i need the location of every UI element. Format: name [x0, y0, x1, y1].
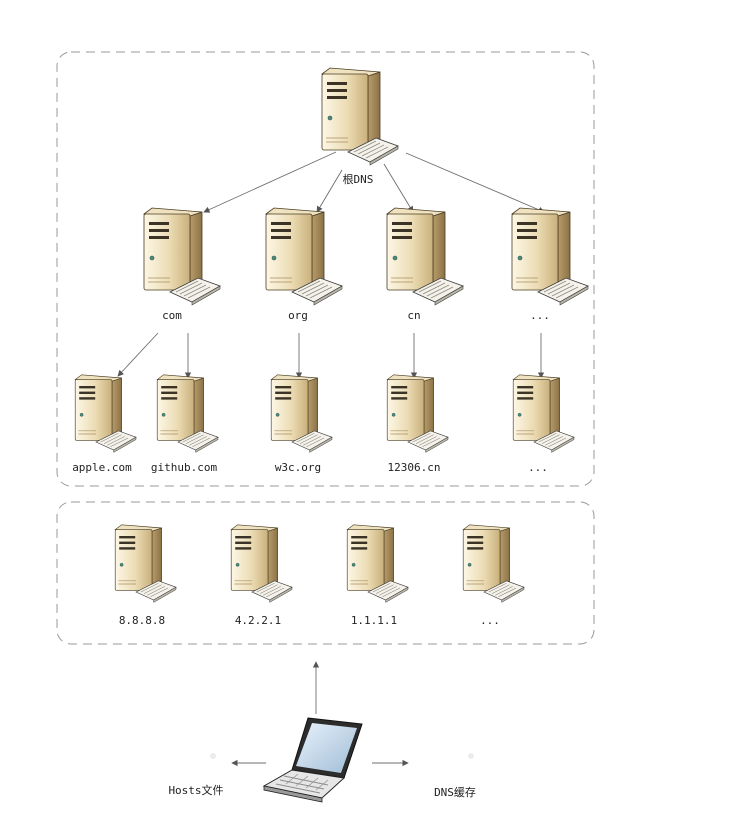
tld-node-more: ...	[511, 207, 589, 322]
resolver-label-2: 4.2.2.1	[235, 614, 281, 627]
server-icon	[386, 374, 449, 453]
dns-cache-marker	[468, 753, 474, 759]
server-icon	[265, 207, 343, 306]
dns-cache-label: DNS缓存	[434, 785, 476, 799]
resolver-node-3: 1.1.1.1	[346, 524, 409, 627]
tld-label-more: ...	[530, 309, 550, 322]
server-icon	[156, 374, 219, 453]
server-icon	[230, 524, 293, 603]
edge-root-more	[405, 152, 545, 213]
server-icon	[143, 207, 221, 306]
server-icon	[270, 374, 333, 453]
recursive-resolver-group	[56, 501, 595, 645]
edge-com-apple	[117, 332, 159, 377]
server-icon	[512, 374, 575, 453]
tld-label-com: com	[162, 309, 182, 322]
domain-label-more: ...	[528, 461, 548, 474]
resolver-label-more: ...	[480, 614, 500, 627]
resolver-label-3: 1.1.1.1	[351, 614, 397, 627]
domain-node-github: github.com	[151, 374, 219, 474]
domain-label-apple: apple.com	[72, 461, 132, 474]
server-icon	[114, 524, 177, 603]
tld-node-org: org	[265, 207, 343, 322]
root-dns-label: 根DNS	[343, 172, 374, 186]
tld-node-com: com	[143, 207, 221, 322]
edge-root-org	[316, 169, 343, 213]
resolver-node-2: 4.2.2.1	[230, 524, 293, 627]
domain-node-more: ...	[512, 374, 575, 474]
domain-node-12306: 12306.cn	[386, 374, 449, 474]
tld-node-cn: cn	[386, 207, 464, 322]
domain-node-w3c: w3c.org	[270, 374, 333, 474]
resolver-label-1: 8.8.8.8	[119, 614, 165, 627]
server-icon	[511, 207, 589, 306]
domain-node-apple: apple.com	[72, 374, 137, 474]
domain-label-w3c: w3c.org	[275, 461, 321, 474]
hosts-file-label: Hosts文件	[168, 783, 223, 797]
server-icon	[462, 524, 525, 603]
server-icon	[346, 524, 409, 603]
resolver-node-more: ...	[462, 524, 525, 627]
server-icon	[386, 207, 464, 306]
edge-root-cn	[383, 163, 414, 213]
domain-label-github: github.com	[151, 461, 218, 474]
laptop-icon	[263, 717, 363, 803]
client-node	[263, 717, 363, 803]
tld-label-cn: cn	[407, 309, 420, 322]
hosts-file-marker	[210, 753, 216, 759]
resolver-node-1: 8.8.8.8	[114, 524, 177, 627]
server-icon	[321, 67, 399, 166]
edge-root-com	[203, 151, 337, 213]
domain-label-12306: 12306.cn	[388, 461, 441, 474]
root-dns-node: 根DNS	[321, 67, 399, 186]
server-icon	[74, 374, 137, 453]
tld-label-org: org	[288, 309, 308, 322]
